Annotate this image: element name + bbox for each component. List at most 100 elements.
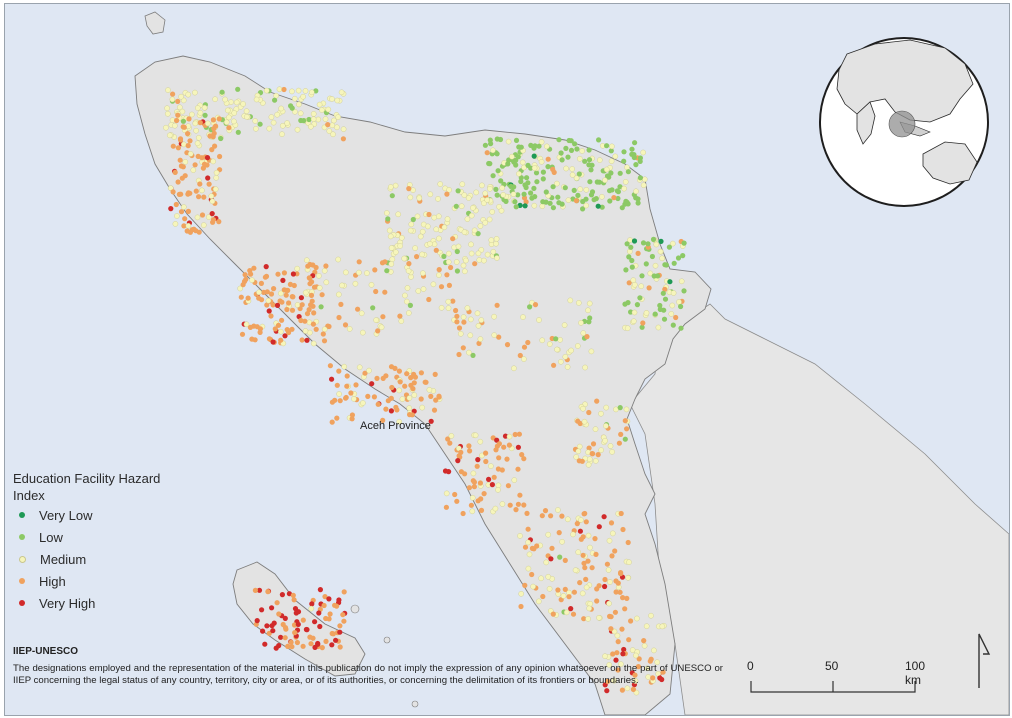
facility-point <box>596 524 602 530</box>
map-canvas[interactable] <box>5 4 1009 715</box>
facility-point <box>437 181 444 187</box>
facility-point <box>624 595 630 602</box>
facility-point <box>175 179 181 185</box>
facility-point <box>209 147 215 153</box>
facility-point <box>551 362 557 368</box>
facility-point <box>436 267 442 273</box>
facility-point <box>624 685 631 692</box>
facility-point <box>595 203 601 209</box>
facility-point <box>575 418 581 424</box>
facility-point <box>358 310 365 317</box>
facility-point <box>292 109 298 115</box>
facility-point <box>513 204 519 210</box>
facility-point <box>266 125 273 132</box>
facility-point <box>295 621 301 628</box>
facility-point <box>254 618 260 624</box>
facility-point <box>169 96 176 103</box>
facility-point <box>184 228 190 234</box>
facility-point <box>329 376 335 382</box>
facility-point <box>586 147 592 153</box>
facility-point <box>445 436 451 442</box>
facility-point <box>559 157 565 163</box>
facility-point <box>467 448 473 454</box>
facility-point <box>275 271 281 277</box>
facility-point <box>621 158 627 164</box>
facility-point <box>371 394 377 400</box>
facility-point <box>606 600 612 607</box>
facility-point <box>583 584 590 591</box>
facility-point <box>608 148 614 154</box>
facility-point <box>303 626 309 633</box>
facility-point <box>219 89 225 95</box>
facility-point <box>513 137 520 143</box>
facility-point <box>488 237 495 243</box>
facility-point <box>284 120 290 126</box>
facility-point <box>550 205 557 211</box>
facility-point <box>436 235 442 242</box>
facility-point <box>300 93 306 100</box>
facility-point <box>527 304 533 310</box>
facility-point <box>634 615 640 622</box>
facility-point <box>583 576 589 583</box>
facility-point <box>337 623 343 629</box>
facility-point <box>185 143 191 149</box>
facility-point <box>446 282 452 288</box>
facility-point <box>441 253 447 259</box>
facility-point <box>388 261 395 267</box>
facility-point <box>411 392 418 398</box>
facility-point <box>583 196 589 202</box>
facility-point <box>494 136 500 142</box>
facility-point <box>245 295 251 301</box>
facility-point <box>319 645 325 651</box>
facility-point <box>326 596 332 602</box>
facility-point <box>298 295 304 301</box>
facility-point <box>356 259 362 265</box>
facility-point <box>525 565 532 572</box>
facility-point <box>605 678 611 685</box>
facility-point <box>615 195 621 202</box>
facility-point <box>577 528 584 534</box>
facility-point <box>172 221 179 227</box>
facility-point <box>337 644 343 650</box>
facility-point <box>166 132 173 139</box>
facility-point <box>321 602 327 609</box>
facility-point <box>582 364 588 371</box>
facility-point <box>309 279 315 285</box>
facility-point <box>589 565 595 571</box>
facility-point <box>669 302 676 309</box>
facility-point <box>479 182 485 189</box>
scale-label: 100 km <box>905 659 926 687</box>
facility-point <box>518 591 525 597</box>
facility-point <box>506 433 513 440</box>
facility-point <box>447 440 453 446</box>
facility-point <box>280 277 286 283</box>
facility-point <box>380 375 386 381</box>
scale-bar: 0 50 100 km <box>747 659 927 699</box>
facility-point <box>213 169 220 176</box>
facility-point <box>599 204 605 210</box>
facility-point <box>453 203 459 209</box>
facility-point <box>475 322 482 329</box>
facility-point <box>588 167 594 173</box>
facility-point <box>482 142 488 148</box>
facility-point <box>433 397 439 403</box>
facility-point <box>192 120 199 127</box>
facility-point <box>398 234 405 241</box>
facility-point <box>396 387 403 394</box>
facility-point <box>322 594 328 600</box>
facility-point <box>298 117 304 124</box>
facility-point <box>596 137 602 143</box>
facility-point <box>662 296 669 302</box>
facility-point <box>477 438 484 445</box>
facility-point <box>576 171 582 177</box>
facility-point <box>484 150 490 156</box>
facility-point <box>445 259 452 265</box>
facility-point <box>466 443 472 449</box>
facility-point <box>568 147 575 153</box>
facility-point <box>581 560 587 566</box>
facility-point <box>528 142 534 148</box>
facility-point <box>253 96 260 103</box>
facility-point <box>426 211 432 218</box>
facility-point <box>380 417 386 423</box>
facility-point <box>407 194 414 201</box>
